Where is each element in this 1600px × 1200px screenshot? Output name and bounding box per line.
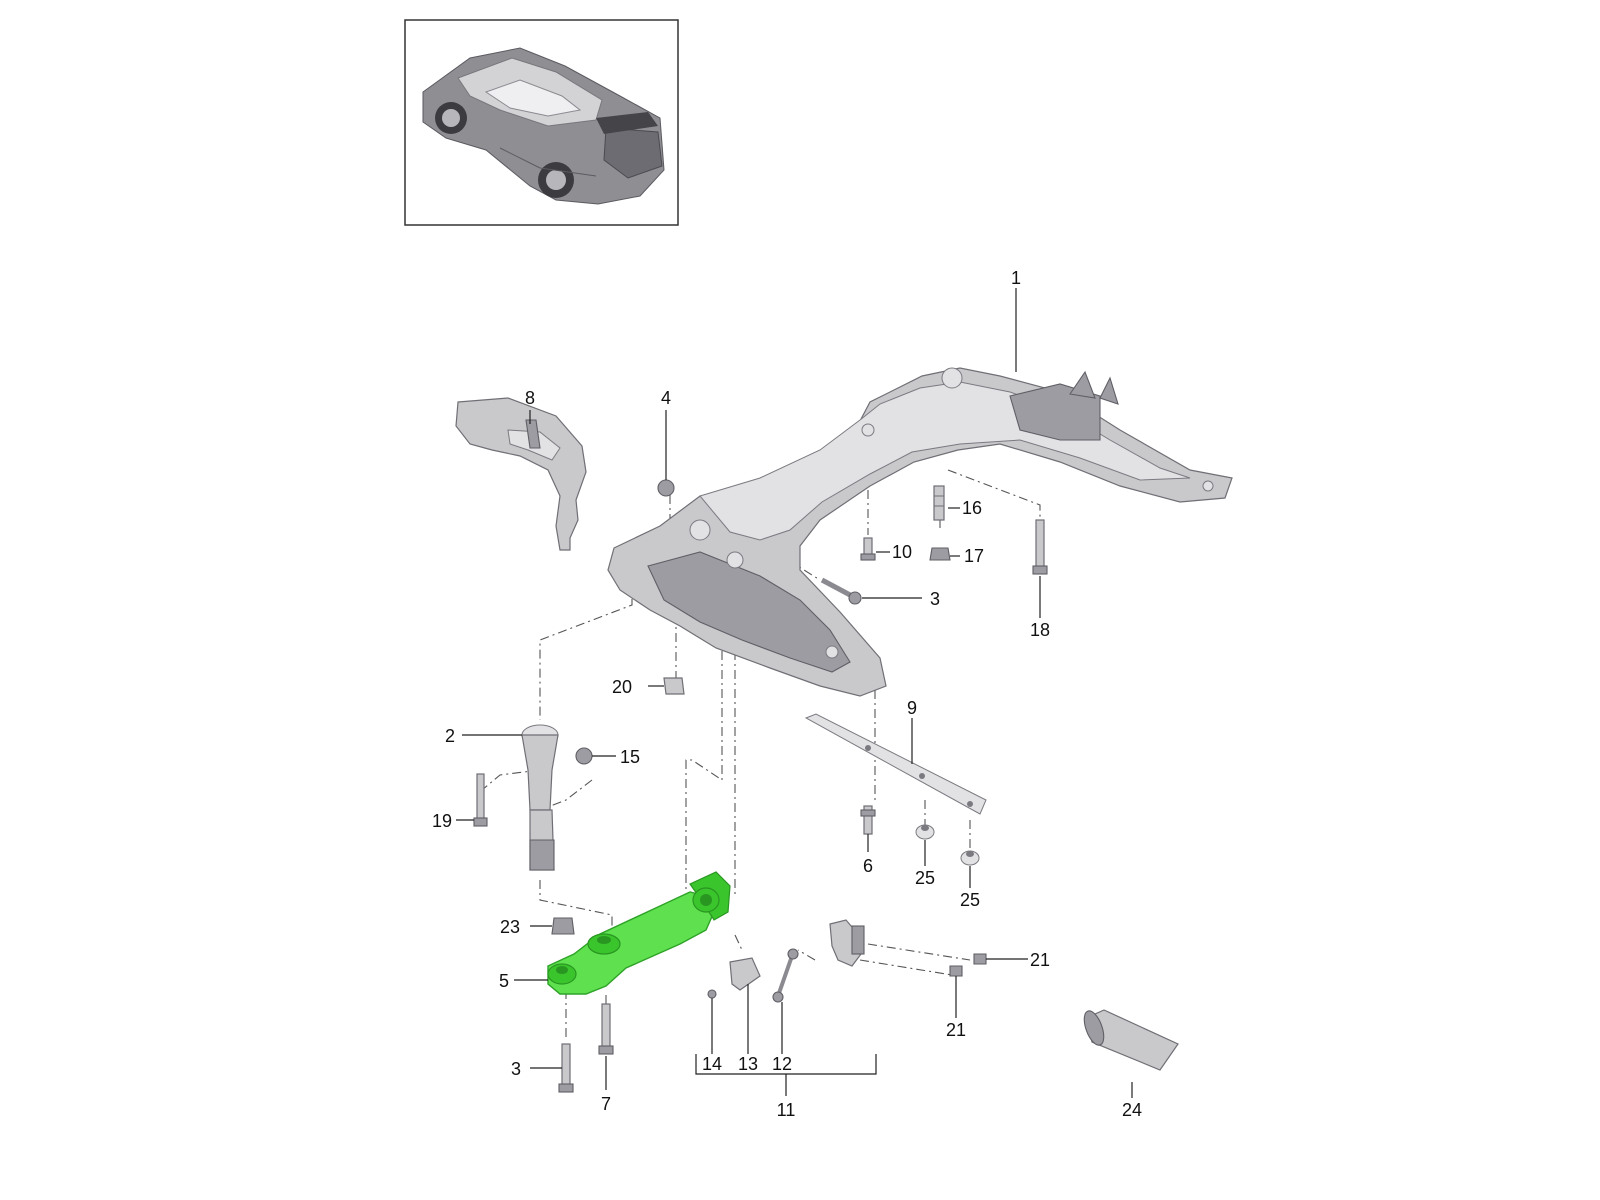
washer-25b[interactable] [960,850,980,866]
callout-20[interactable]: 20 [612,677,632,697]
nut-23[interactable] [551,917,575,935]
callout-1[interactable]: 1 [1011,268,1021,288]
callout-3-lower[interactable]: 3 [511,1059,521,1079]
callout-16[interactable]: 16 [962,498,982,518]
callout-13[interactable]: 13 [738,1054,758,1074]
bracket-13[interactable] [729,957,761,991]
screw-21a[interactable] [973,953,987,965]
nut-17[interactable] [929,547,951,561]
callout-labels: 1 2 3 3 4 5 6 7 8 9 10 11 12 13 14 15 16… [432,268,1142,1120]
callout-3-upper[interactable]: 3 [930,589,940,609]
callout-9[interactable]: 9 [907,698,917,718]
nut-15[interactable] [575,747,593,765]
callout-11[interactable]: 11 [777,1100,796,1120]
callout-21-lower[interactable]: 21 [946,1020,966,1040]
thumbnail-frame[interactable] [404,19,679,226]
car-thumbnail-image [422,47,665,205]
callout-25-left[interactable]: 25 [915,868,935,888]
callout-17[interactable]: 17 [964,546,984,566]
clip-20[interactable] [663,677,685,695]
bolt-10[interactable] [860,537,876,561]
boot-24[interactable] [1080,1008,1179,1071]
callout-8[interactable]: 8 [525,388,535,408]
callout-18[interactable]: 18 [1030,620,1050,640]
callout-5[interactable]: 5 [499,971,509,991]
callout-14[interactable]: 14 [702,1054,722,1074]
stud-16[interactable] [933,485,945,521]
callout-23[interactable]: 23 [500,917,520,937]
callout-6[interactable]: 6 [863,856,873,876]
mount-2[interactable] [521,724,559,871]
brace-9[interactable] [804,713,987,815]
bolt-3-lower[interactable] [558,1043,574,1093]
callout-19[interactable]: 19 [432,811,452,831]
bolt-3-upper[interactable] [820,577,862,605]
callout-21-right[interactable]: 21 [1030,950,1050,970]
callout-12[interactable]: 12 [772,1054,792,1074]
level-sensor[interactable] [829,919,865,967]
screw-21b[interactable] [949,965,963,977]
nut-4[interactable] [657,479,675,497]
bolt-18[interactable] [1032,519,1048,575]
link-rod-12[interactable] [772,948,799,1003]
callout-24[interactable]: 24 [1122,1100,1142,1120]
callout-4[interactable]: 4 [661,388,671,408]
leader-lines [456,288,1133,1098]
bolt-19[interactable] [473,773,488,827]
callout-7[interactable]: 7 [601,1094,611,1114]
washer-25a[interactable] [915,824,935,840]
screw-14[interactable] [707,989,717,999]
callout-25-right[interactable]: 25 [960,890,980,910]
cover-panel[interactable] [455,397,587,551]
control-arm-5[interactable] [547,871,731,995]
callout-2[interactable]: 2 [445,726,455,746]
callout-10[interactable]: 10 [892,542,912,562]
callout-15[interactable]: 15 [620,747,640,767]
bolt-6[interactable] [860,805,876,835]
bolt-7[interactable] [598,1003,614,1055]
front-axle-crossmember[interactable] [607,367,1233,697]
